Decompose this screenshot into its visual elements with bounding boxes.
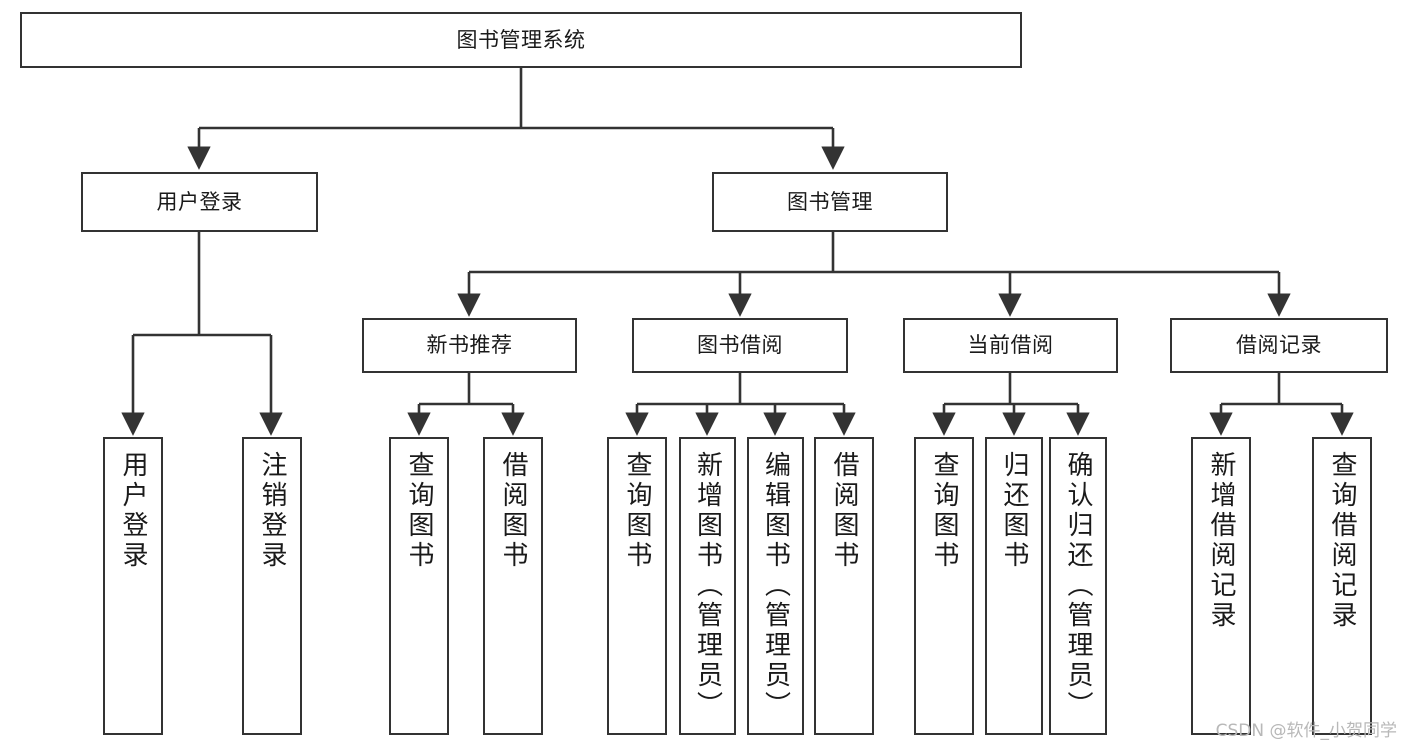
node-leaf-return-book[interactable]: 归还图书 — [985, 437, 1043, 735]
node-user-login[interactable]: 用户登录 — [81, 172, 318, 232]
node-leaf-query-book-1[interactable]: 查询图书 — [389, 437, 449, 735]
node-root-label: 图书管理系统 — [456, 27, 586, 52]
node-leaf-edit-book[interactable]: 编辑图书（管理员） — [747, 437, 804, 735]
node-leaf-edit-book-label: 编辑图书（管理员） — [760, 451, 791, 721]
node-leaf-borrow-book-1[interactable]: 借阅图书 — [483, 437, 543, 735]
node-leaf-query-book-2-label: 查询图书 — [622, 451, 652, 571]
node-current-borrow[interactable]: 当前借阅 — [903, 318, 1118, 373]
node-root[interactable]: 图书管理系统 — [20, 12, 1022, 68]
watermark-text: CSDN @软件_小贺同学 — [1215, 721, 1397, 741]
node-leaf-query-book-1-label: 查询图书 — [404, 451, 434, 571]
node-new-book-recommend[interactable]: 新书推荐 — [362, 318, 577, 373]
node-leaf-logout-label: 注销登录 — [257, 451, 287, 571]
node-leaf-borrow-book-2-label: 借阅图书 — [829, 451, 859, 571]
node-borrow-record[interactable]: 借阅记录 — [1170, 318, 1388, 373]
node-leaf-borrow-book-1-label: 借阅图书 — [498, 451, 528, 571]
node-leaf-query-book-2[interactable]: 查询图书 — [607, 437, 667, 735]
node-leaf-query-book-3[interactable]: 查询图书 — [914, 437, 974, 735]
node-leaf-query-book-3-label: 查询图书 — [929, 451, 959, 571]
node-leaf-user-login[interactable]: 用户登录 — [103, 437, 163, 735]
node-book-borrow-label: 图书借阅 — [697, 333, 783, 358]
node-leaf-confirm-return-label: 确认归还（管理员） — [1063, 451, 1093, 721]
node-book-manage[interactable]: 图书管理 — [712, 172, 948, 232]
node-leaf-confirm-return[interactable]: 确认归还（管理员） — [1049, 437, 1107, 735]
node-leaf-add-record-label: 新增借阅记录 — [1206, 451, 1236, 631]
node-leaf-logout[interactable]: 注销登录 — [242, 437, 302, 735]
node-book-manage-label: 图书管理 — [787, 189, 873, 214]
node-new-book-recommend-label: 新书推荐 — [426, 333, 513, 358]
node-book-borrow[interactable]: 图书借阅 — [632, 318, 848, 373]
node-leaf-user-login-label: 用户登录 — [118, 451, 148, 571]
node-user-login-label: 用户登录 — [156, 189, 243, 214]
node-leaf-add-record[interactable]: 新增借阅记录 — [1191, 437, 1251, 735]
node-leaf-query-record[interactable]: 查询借阅记录 — [1312, 437, 1372, 735]
node-leaf-add-book-label: 新增图书（管理员） — [692, 451, 723, 721]
node-borrow-record-label: 借阅记录 — [1236, 333, 1322, 358]
node-leaf-return-book-label: 归还图书 — [999, 451, 1029, 571]
node-leaf-query-record-label: 查询借阅记录 — [1327, 451, 1357, 631]
node-leaf-borrow-book-2[interactable]: 借阅图书 — [814, 437, 874, 735]
node-current-borrow-label: 当前借阅 — [967, 333, 1054, 358]
node-leaf-add-book[interactable]: 新增图书（管理员） — [679, 437, 736, 735]
